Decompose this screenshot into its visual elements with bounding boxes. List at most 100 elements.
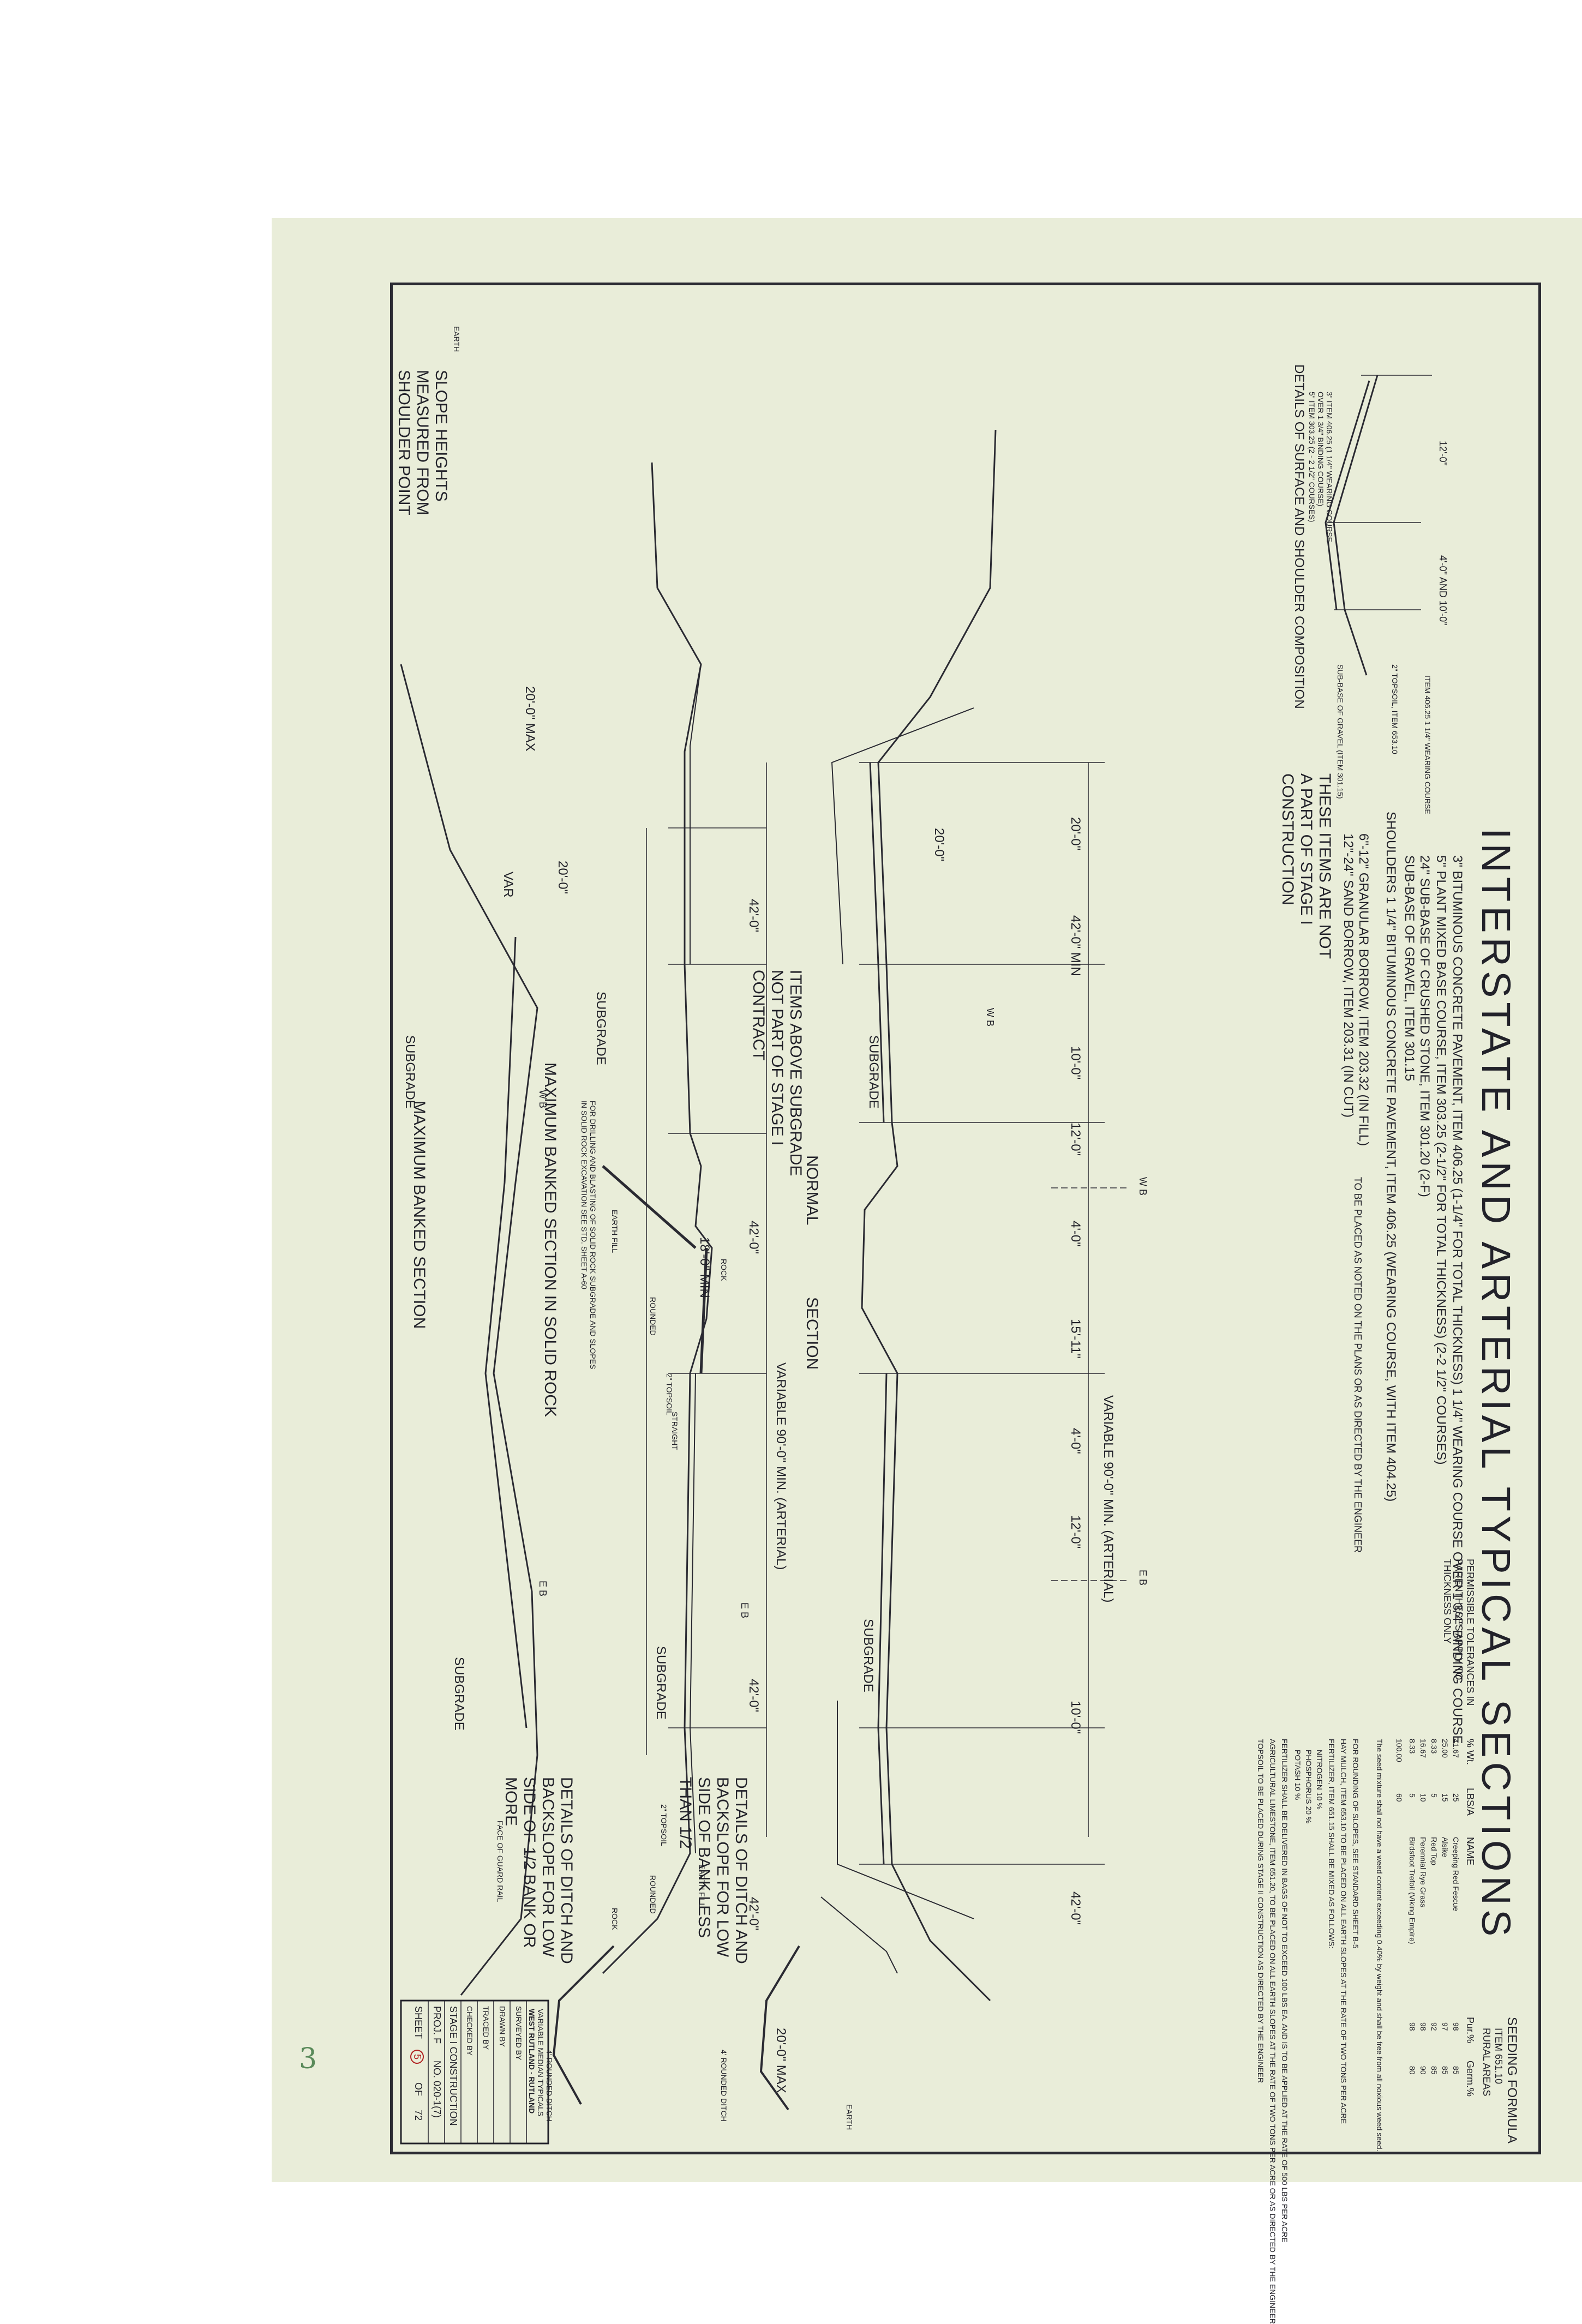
subgrade-label: SUBGRADE bbox=[861, 1619, 876, 1692]
seeding-cell: 5 bbox=[1408, 1793, 1417, 1798]
surface-label-3: ITEM 406.25 1 1/4" WEARING COURSE bbox=[1423, 675, 1432, 814]
rock-section-profile bbox=[602, 462, 713, 1974]
surface-label-2: 5" ITEM 303.25 (2 - 2 1/2" COURSES) bbox=[1308, 392, 1316, 523]
dimension-42: 42'-0" bbox=[746, 1897, 761, 1931]
seeding-header-name: NAME bbox=[1465, 1837, 1476, 1866]
material-line-4: SUB-BASE OF GRAVEL, ITEM 301.15 bbox=[1402, 855, 1417, 1082]
title-block-subtitle: VARIABLE MEDIAN TYPICALS bbox=[536, 2009, 545, 2117]
banked-section-profile bbox=[400, 664, 538, 1996]
seeding-note: HAY MULCH, ITEM 653.10 TO BE PLACED ON A… bbox=[1339, 1739, 1348, 2124]
surface-dim-1: 12'-0" bbox=[1437, 441, 1448, 466]
seeding-cell: 80 bbox=[1408, 2066, 1417, 2075]
banked-label: MAXIMUM BANKED SECTION bbox=[410, 1101, 428, 1329]
title-block-traced: TRACED BY bbox=[482, 2006, 490, 2050]
title-block-total: 72 bbox=[413, 2110, 424, 2121]
seeding-note: AGRICULTURAL LIMESTONE, ITEM 651.20, TO … bbox=[1268, 1739, 1277, 2324]
seeding-note: FERTILIZER, ITEM 651.15 SHALL BE MIXED A… bbox=[1327, 1739, 1336, 1949]
not-part-note: THESE ITEMS ARE NOT A PART OF STAGE I CO… bbox=[1279, 773, 1334, 959]
eastbound-centerline: E B bbox=[1137, 1570, 1148, 1586]
median-dimension: VARIABLE 90'-0" MIN. (ARTERIAL) bbox=[774, 1362, 788, 1570]
seeding-weed-note: The seed mixture shall not have a weed c… bbox=[1375, 1739, 1384, 2152]
drawing-border bbox=[390, 283, 1541, 2154]
seeding-cell: 10 bbox=[1419, 1793, 1428, 1802]
eastbound-centerline: E B bbox=[537, 1581, 548, 1597]
seeding-total: 100.00 bbox=[1395, 1739, 1404, 1762]
seeding-cell: 90 bbox=[1419, 2066, 1428, 2075]
seeding-cell: 41.67 bbox=[1452, 1739, 1460, 1758]
rotated-drawing-area: INTERSTATE AND ARTERIAL TYPICAL SECTIONS… bbox=[390, 283, 1541, 2324]
seeding-cell: Alsike bbox=[1441, 1837, 1449, 1858]
earth-label: EARTH bbox=[845, 2104, 854, 2130]
title-block-surveyed: SURVEYED BY bbox=[514, 2006, 523, 2061]
tolerance-note: PERMISSIBLE TOLERANCES IN PARENTHESES AP… bbox=[1442, 1559, 1476, 1706]
seeding-note: FOR ROUNDING OF SLOPES, SEE STANDARD SHE… bbox=[1351, 1739, 1360, 1949]
westbound-centerline: W B bbox=[537, 1090, 548, 1108]
scanned-sheet-background bbox=[272, 218, 1582, 2182]
title-block-checked: CHECKED BY bbox=[465, 2006, 474, 2056]
median-dimension: VARIABLE 90'-0" MIN. (ARTERIAL) bbox=[1101, 1395, 1116, 1603]
seeding-cell: 15 bbox=[1441, 1793, 1449, 1802]
surface-detail-caption: DETAILS OF SURFACE AND SHOULDER COMPOSIT… bbox=[1292, 364, 1307, 709]
title-block-proj: PROJ. F bbox=[432, 2006, 442, 2044]
subgrade-label: SUBGRADE bbox=[403, 1035, 417, 1109]
items-above-note: ITEMS ABOVE SUBGRADE NOT PART OF STAGE I… bbox=[750, 970, 805, 1176]
dimension-20-max: 20'-0" MAX bbox=[523, 686, 537, 752]
westbound-centerline: W B bbox=[985, 1008, 996, 1026]
seeding-note: FERTILIZER SHALL BE DELIVERED IN BAGS OF… bbox=[1280, 1739, 1289, 2243]
seeding-header-germ: Germ.% bbox=[1465, 2061, 1476, 2097]
dimension-18-min: 18'-0" MIN bbox=[697, 1237, 712, 1298]
dimension-10: 10'-0" bbox=[1068, 1046, 1083, 1080]
surface-dim-2: 4'-0" AND 10'-0" bbox=[1437, 555, 1448, 626]
subgrade-label: SUBGRADE bbox=[594, 992, 608, 1065]
dimension-42: 42'-0" MIN bbox=[1068, 915, 1083, 976]
dimension-42: 42'-0" bbox=[746, 1221, 761, 1254]
seeding-cell: 8.33 bbox=[1430, 1739, 1439, 1754]
seeding-cell: 98 bbox=[1419, 2022, 1428, 2031]
subgrade-label: SUBGRADE bbox=[452, 1657, 466, 1731]
title-block-sheet: SHEET bbox=[413, 2006, 424, 2039]
shoulders-line: SHOULDERS 1 1/4" BITUMINOUS CONCRETE PAV… bbox=[1383, 812, 1398, 1502]
earth-label: EARTH bbox=[452, 326, 461, 352]
seeding-cell: Creeping Red Fescue bbox=[1452, 1837, 1460, 1912]
seeding-cell: 16.67 bbox=[1419, 1739, 1428, 1758]
rock-label: ROCK bbox=[610, 1908, 619, 1930]
seeding-cell: 5 bbox=[1430, 1793, 1439, 1798]
dimension-15: 15'-11" bbox=[1068, 1319, 1083, 1359]
material-line-2: 5" PLANT MIXED BASE COURSE, ITEM 303.25 … bbox=[1434, 855, 1448, 1465]
title-block-frame bbox=[400, 1999, 549, 2145]
dimension-10: 10'-0" bbox=[1068, 1701, 1083, 1734]
seeding-cell: Red Top bbox=[1430, 1837, 1439, 1865]
title-block-stage: STAGE I CONSTRUCTION bbox=[448, 2006, 459, 2126]
seeding-cell: 85 bbox=[1452, 2066, 1460, 2075]
seeding-cell: 25 bbox=[1452, 1793, 1460, 1802]
dimension-20: 20'-0" bbox=[932, 828, 946, 862]
slope-heights-note: SLOPE HEIGHTS MEASURED FROM SHOULDER POI… bbox=[395, 370, 450, 515]
eastbound-centerline: E B bbox=[739, 1602, 750, 1619]
section-label: SECTION bbox=[803, 1297, 821, 1370]
seeding-cell: 98 bbox=[1452, 2022, 1460, 2031]
rounded-label: ROUNDED bbox=[649, 1875, 657, 1914]
seeding-note: PHOSPHORUS 20 % bbox=[1304, 1750, 1313, 1824]
rock-label: ROCK bbox=[720, 1259, 728, 1281]
dimension-42: 42'-0" bbox=[746, 899, 761, 933]
surface-label-4: 2" TOPSOIL, ITEM 653.10 bbox=[1391, 664, 1399, 754]
seeding-note: POTASH 10 % bbox=[1293, 1750, 1302, 1800]
seeding-cell: 98 bbox=[1408, 2022, 1417, 2031]
seeding-note: NITROGEN 10 % bbox=[1315, 1750, 1324, 1810]
dimension-20-max: 20'-0" MAX bbox=[774, 2028, 788, 2093]
dimension-4: 4'-0" bbox=[1068, 1428, 1083, 1454]
seeding-total: 60 bbox=[1395, 1793, 1404, 1802]
title-block-project: WEST RUTLAND - RUTLAND bbox=[528, 2009, 536, 2114]
seeding-area: RURAL AREAS bbox=[1481, 2028, 1492, 2097]
dimension-20: 20'-0" bbox=[555, 861, 570, 894]
dimension-42: 42'-0" bbox=[746, 1679, 761, 1713]
ditch-less-caption: DETAILS OF DITCH AND BACKSLOPE FOR LOW S… bbox=[676, 1777, 750, 1964]
banked-rock-note: FOR DRILLING AND BLASTING OF SOLID ROCK … bbox=[580, 1101, 597, 1370]
seeding-cell: Birdsfoot Trefoil (Viking Empire) bbox=[1408, 1837, 1417, 1944]
surface-label-5: SUB-BASE OF GRAVEL (ITEM 301.15) bbox=[1336, 664, 1345, 799]
dimension-12: 12'-0" bbox=[1068, 1122, 1083, 1156]
seeding-header-wt: % Wt. bbox=[1465, 1739, 1476, 1765]
borrow-note: TO BE PLACED AS NOTED ON THE PLANS OR AS… bbox=[1352, 1177, 1363, 1553]
dimension-20: 20'-0" bbox=[1068, 817, 1083, 851]
subgrade-label: SUBGRADE bbox=[654, 1646, 668, 1720]
